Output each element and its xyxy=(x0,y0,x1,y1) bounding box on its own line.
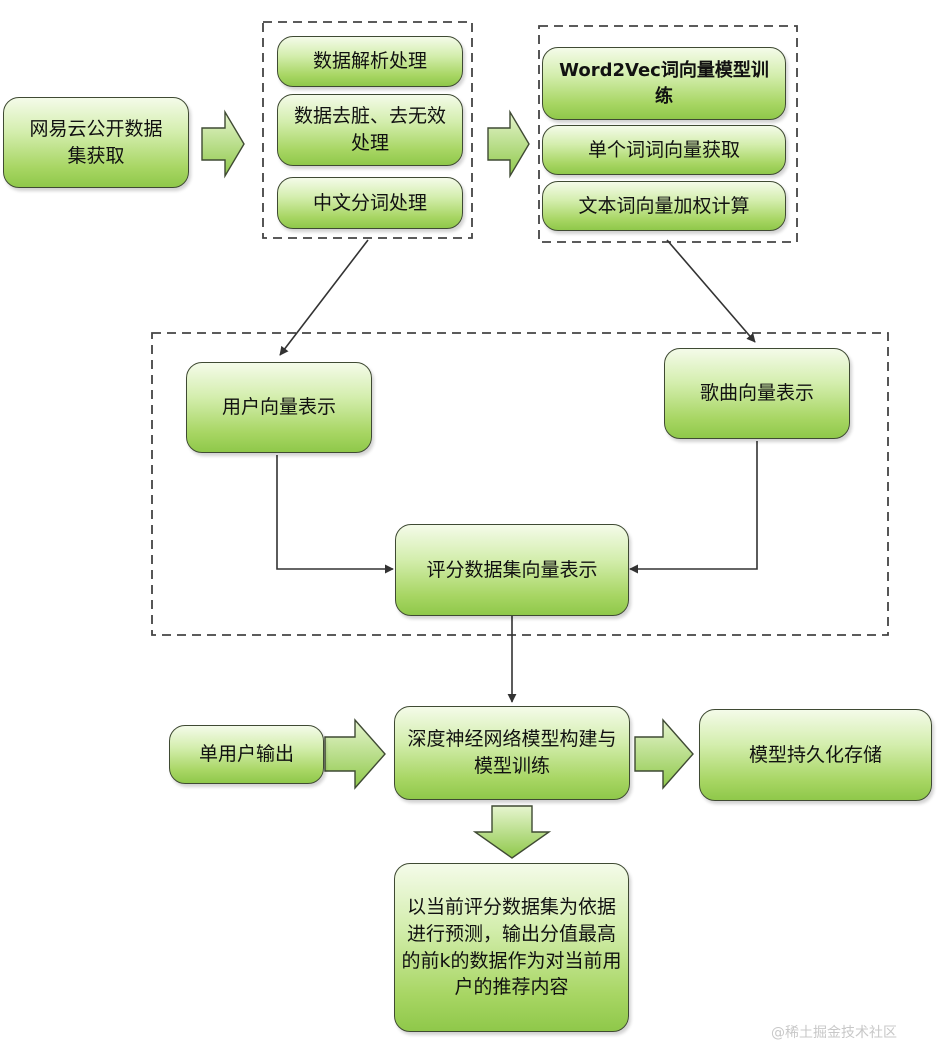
block-arrow-single-user-to-dnn xyxy=(324,718,386,790)
w2v-box: Word2Vec词向量模型训练 xyxy=(542,47,786,120)
clean-box: 数据去脏、去无效处理 xyxy=(277,94,463,166)
predict-box: 以当前评分数据集为依据进行预测，输出分值最高的前k的数据作为对当前用户的推荐内容 xyxy=(394,863,629,1032)
preprocessing-group xyxy=(262,21,473,239)
connector-song-vec-to-rating xyxy=(629,441,758,574)
single-word-box: 单个词词向量获取 xyxy=(542,125,786,175)
parse-label: 数据解析处理 xyxy=(312,50,427,73)
text-vec-box: 文本词向量加权计算 xyxy=(542,181,786,231)
dnn-label: 深度神经网络模型构建与模型训练 xyxy=(407,728,617,777)
predict-label: 以当前评分数据集为依据进行预测，输出分值最高的前k的数据作为对当前用户的推荐内容 xyxy=(401,896,622,999)
block-arrow-dnn-to-persist xyxy=(634,718,694,790)
block-arrow-preprocess-to-w2v xyxy=(487,109,530,179)
single-user-label: 单用户输出 xyxy=(198,743,294,766)
connector-segment-to-user-vec xyxy=(279,239,369,356)
parse-box: 数据解析处理 xyxy=(277,36,463,87)
w2v-label: Word2Vec词向量模型训练 xyxy=(559,60,769,107)
rating-vec-label: 评分数据集向量表示 xyxy=(426,558,598,581)
dataset-box: 网易云公开数据集获取 xyxy=(3,97,189,188)
connector-text-vec-to-song-vec xyxy=(666,239,756,343)
dataset-label: 网易云公开数据集获取 xyxy=(29,117,163,167)
single-word-label: 单个词词向量获取 xyxy=(587,138,740,161)
block-arrow-dataset-to-preprocess xyxy=(201,109,245,179)
text-vec-label: 文本词向量加权计算 xyxy=(578,194,750,217)
persist-box: 模型持久化存储 xyxy=(699,709,932,801)
clean-label: 数据去脏、去无效处理 xyxy=(293,105,446,154)
segment-label: 中文分词处理 xyxy=(312,191,427,214)
song-vec-box: 歌曲向量表示 xyxy=(664,348,850,439)
single-user-box: 单用户输出 xyxy=(169,725,324,784)
user-vec-box: 用户向量表示 xyxy=(186,362,372,453)
dnn-box: 深度神经网络模型构建与模型训练 xyxy=(394,706,630,800)
vector-representation-group xyxy=(151,332,889,636)
block-arrow-dnn-to-predict xyxy=(472,805,552,859)
rating-vec-box: 评分数据集向量表示 xyxy=(395,524,629,616)
watermark: @稀土掘金技术社区 xyxy=(771,1025,897,1041)
connector-user-vec-to-rating xyxy=(276,455,394,574)
user-vec-label: 用户向量表示 xyxy=(221,396,336,419)
persist-label: 模型持久化存储 xyxy=(748,743,882,766)
song-vec-label: 歌曲向量表示 xyxy=(699,382,814,405)
segment-box: 中文分词处理 xyxy=(277,177,463,229)
